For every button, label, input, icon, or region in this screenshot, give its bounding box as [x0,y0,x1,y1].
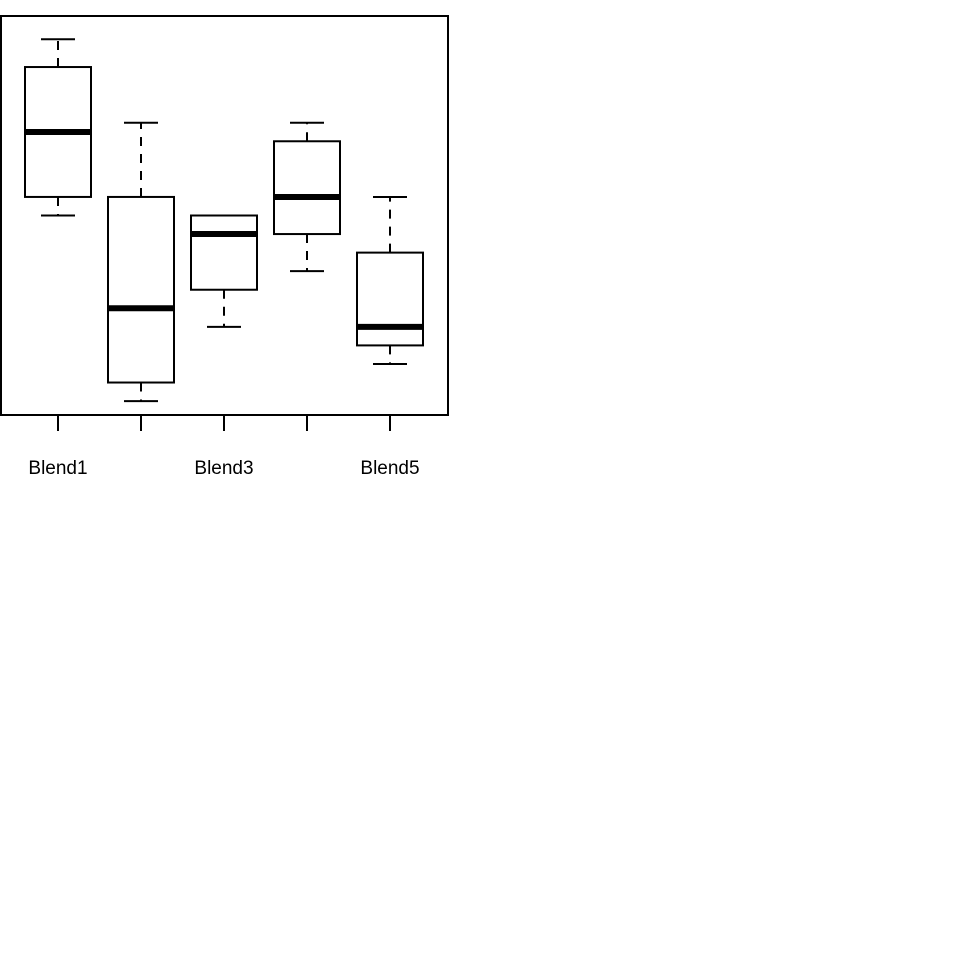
box-iqr [273,140,341,236]
box-group-4 [273,121,341,273]
box-iqr [190,214,258,291]
x-tick-label-5: Blend5 [360,458,419,479]
x-axis: Blend1 Blend3 Blend5 [28,415,420,479]
box-group-1 [24,38,92,217]
boxes-layer [24,38,424,403]
box-iqr [356,251,424,347]
x-tick-label-1: Blend1 [28,458,87,479]
x-tick-label-3: Blend3 [194,458,253,479]
box-group-2 [107,121,175,403]
box-group-3 [190,214,258,328]
box-group-5 [356,195,424,365]
box-iqr [107,195,175,384]
